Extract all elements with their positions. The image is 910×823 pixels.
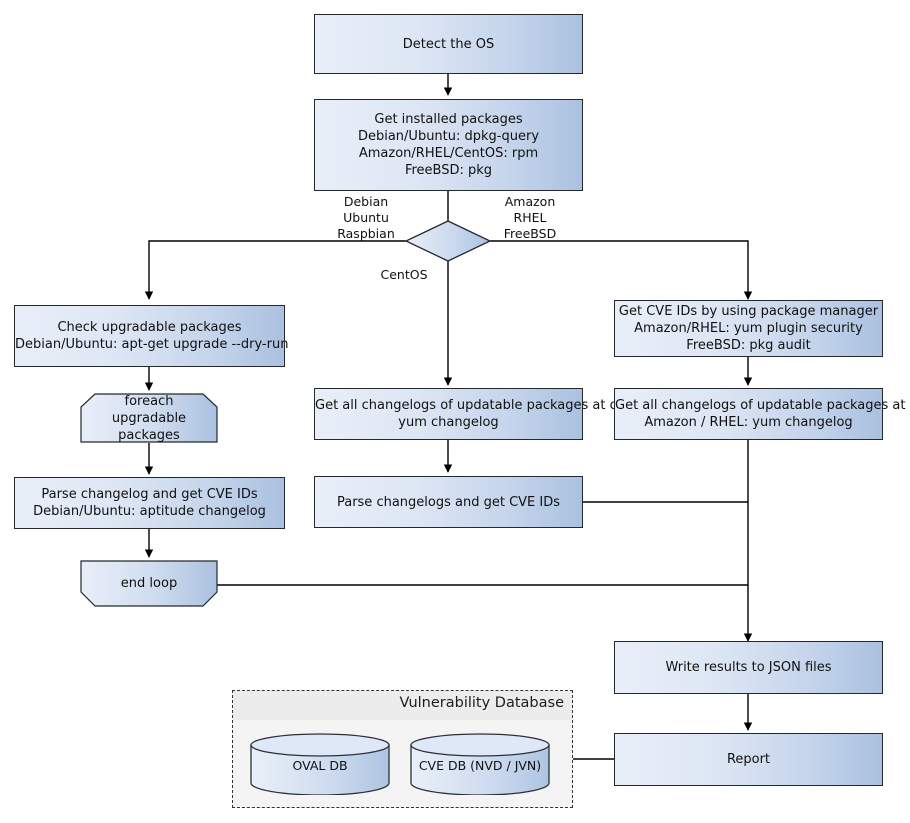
node-get-cve-ids-right-line1: Get CVE IDs by using package manager: [618, 304, 879, 319]
database-cylinder-icon: [250, 733, 390, 795]
node-get-installed-packages-line2: Debian/Ubuntu: dpkg-query: [357, 129, 540, 144]
node-detect-the-os-label: Detect the OS: [402, 36, 495, 52]
node-end-loop[interactable]: end loop: [80, 560, 218, 607]
node-write-results-json[interactable]: Write results to JSON files: [614, 641, 883, 694]
node-parse-changelog-left[interactable]: Parse changelog and get CVE IDs Debian/U…: [14, 477, 285, 529]
node-cve-db-label: CVE DB (NVD / JVN): [418, 758, 542, 773]
node-get-changelogs-right-line1: Get all changelogs of updatable packages…: [615, 398, 910, 413]
node-check-upgradable-packages-line2: Debian/Ubuntu: apt-get upgrade --dry-run: [15, 337, 289, 352]
node-parse-changelogs-center-label: Parse changelogs and get CVE IDs: [336, 494, 561, 510]
node-check-upgradable-packages-line1: Check upgradable packages: [57, 320, 242, 335]
node-foreach-upgradable-packages[interactable]: foreach upgradable packages: [80, 393, 218, 443]
vulnerability-database-group: Vulnerability Database OVAL DB: [232, 690, 573, 808]
node-parse-changelogs-center[interactable]: Parse changelogs and get CVE IDs: [314, 476, 583, 528]
node-write-results-json-label: Write results to JSON files: [665, 660, 832, 675]
decision-diamond-icon: [404, 220, 492, 262]
node-get-changelogs-center-line1: Get all changelogs of updatable packages…: [315, 398, 641, 413]
node-os-decision[interactable]: [404, 219, 492, 263]
node-get-changelogs-right-line2: Amazon / RHEL: yum changelog: [644, 415, 853, 430]
node-get-installed-packages-line4: FreeBSD: pkg: [404, 163, 493, 178]
vulnerability-database-title: Vulnerability Database: [399, 695, 564, 711]
node-foreach-upgradable-packages-label: foreach upgradable packages: [111, 393, 187, 443]
node-get-installed-packages-line3: Amazon/RHEL/CentOS: rpm: [358, 146, 539, 161]
node-cve-db[interactable]: CVE DB (NVD / JVN): [409, 733, 551, 795]
node-end-loop-label: end loop: [120, 576, 178, 591]
node-oval-db[interactable]: OVAL DB: [249, 733, 391, 795]
node-get-installed-packages[interactable]: Get installed packages Debian/Ubuntu: dp…: [314, 99, 583, 191]
node-report-label: Report: [726, 752, 771, 767]
edge-decision-right: [490, 240, 753, 300]
node-get-changelogs-right[interactable]: Get all changelogs of updatable packages…: [614, 388, 910, 440]
node-parse-changelog-left-line1: Parse changelog and get CVE IDs: [41, 487, 258, 502]
edge-label-center-branch: CentOS: [380, 267, 428, 282]
node-oval-db-label: OVAL DB: [292, 758, 348, 773]
node-get-installed-packages-line1: Get installed packages: [374, 112, 523, 127]
edge-label-right-branch: Amazon RHEL FreeBSD: [503, 194, 557, 241]
edge-label-left-branch: Debian Ubuntu Raspbian: [337, 194, 395, 241]
loop-end-shape-icon: [80, 560, 218, 607]
node-get-cve-ids-right-line2: Amazon/RHEL: yum plugin security: [634, 321, 863, 336]
loop-start-shape-icon: [80, 393, 218, 443]
node-get-changelogs-center[interactable]: Get all changelogs of updatable packages…: [314, 388, 641, 440]
vulnerability-database-header: [233, 691, 572, 720]
node-detect-the-os[interactable]: Detect the OS: [314, 14, 583, 74]
node-check-upgradable-packages[interactable]: Check upgradable packages Debian/Ubuntu:…: [14, 305, 289, 367]
database-cylinder-icon: [410, 733, 550, 795]
node-get-changelogs-center-line2: yum changelog: [398, 415, 499, 430]
node-parse-changelog-left-line2: Debian/Ubuntu: aptitude changelog: [33, 504, 266, 519]
node-get-cve-ids-right-line3: FreeBSD: pkg audit: [686, 338, 811, 353]
node-report[interactable]: Report: [614, 733, 883, 786]
node-get-cve-ids-right[interactable]: Get CVE IDs by using package manager Ama…: [614, 300, 883, 357]
